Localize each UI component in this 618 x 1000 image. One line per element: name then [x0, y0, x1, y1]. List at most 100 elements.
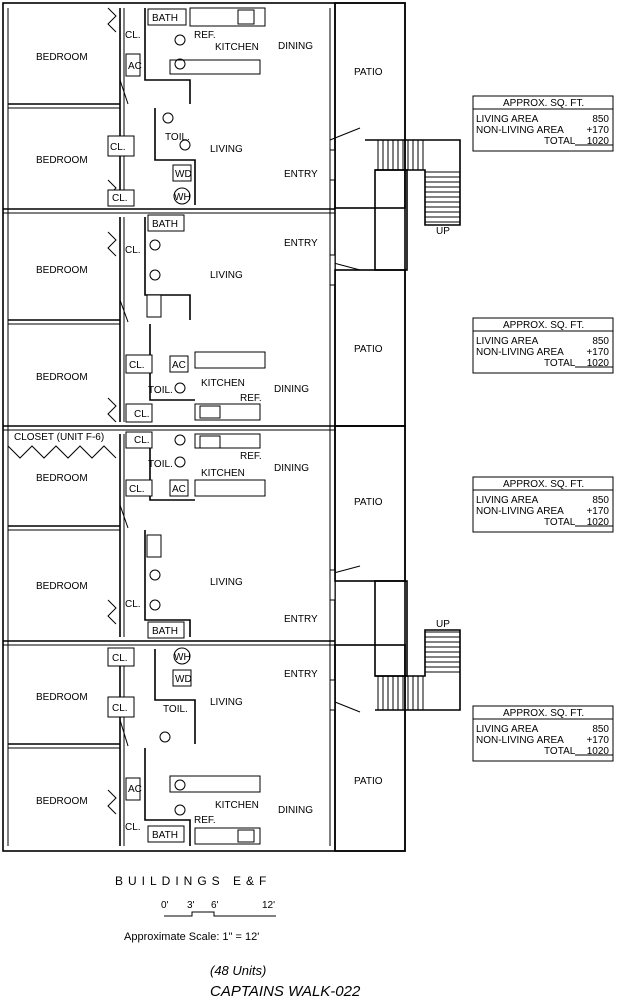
bath-label: BATH — [152, 830, 178, 841]
bedroom-label: BEDROOM — [36, 265, 88, 276]
living-area-value: 850 — [592, 724, 609, 735]
kitchen-counter — [194, 351, 266, 369]
living-label: LIVING — [210, 270, 243, 281]
wd-label: WD — [175, 674, 192, 685]
sqft-header: APPROX. SQ. FT. — [503, 98, 584, 109]
stair-up-label: UP — [436, 619, 450, 630]
kitchen-counter — [169, 775, 261, 793]
project-name: CAPTAINS WALK-022 — [210, 983, 361, 1000]
kitchen-label: KITCHEN — [215, 800, 259, 811]
toilet-label: TOIL. — [163, 704, 188, 715]
bath-box — [147, 621, 185, 639]
bath-box — [147, 8, 187, 26]
scale-bar: 0' 3' 6' 12' — [161, 900, 276, 917]
ac-label: AC — [172, 484, 186, 495]
bedroom-label: BEDROOM — [36, 372, 88, 383]
closet-bifold-doors — [7, 445, 117, 459]
total-value: 1020 — [587, 746, 610, 757]
patio-3 — [334, 425, 406, 582]
patio-4 — [334, 644, 406, 852]
non-living-area-label: NON-LIVING AREA — [476, 735, 564, 746]
closet-label: CL. — [134, 435, 150, 446]
dining-label: DINING — [274, 463, 309, 474]
total-label: TOTAL — [544, 746, 576, 757]
toilet-label: TOIL. — [148, 459, 173, 470]
toilet-label: TOIL. — [165, 132, 190, 143]
patio-label: PATIO — [354, 67, 383, 78]
kitchen-label: KITCHEN — [201, 468, 245, 479]
room-labels: BEDROOM BEDROOM CL. CL. CL. AC BATH REF.… — [14, 13, 383, 841]
ac-label: AC — [172, 360, 186, 371]
patio-label: PATIO — [354, 344, 383, 355]
ac-box — [169, 355, 189, 373]
bedroom-label: BEDROOM — [36, 796, 88, 807]
living-area-value: 850 — [592, 336, 609, 347]
bath-label: BATH — [152, 626, 178, 637]
dining-label: DINING — [274, 384, 309, 395]
non-living-area-label: NON-LIVING AREA — [476, 347, 564, 358]
dining-label: DINING — [278, 805, 313, 816]
living-label: LIVING — [210, 144, 243, 155]
living-area-label: LIVING AREA — [476, 724, 539, 735]
ac-box — [125, 777, 141, 801]
patio-label: PATIO — [354, 776, 383, 787]
bedroom-label: BEDROOM — [36, 581, 88, 592]
kitchen-counter — [189, 7, 266, 27]
ac-box — [125, 53, 141, 77]
scale-tick-12: 12' — [262, 900, 275, 911]
total-value: 1020 — [587, 136, 610, 147]
bedroom-label: BEDROOM — [36, 155, 88, 166]
sqft-header: APPROX. SQ. FT. — [503, 708, 584, 719]
closet-unit-label: CLOSET (UNIT F-6) — [14, 432, 104, 443]
entry-label: ENTRY — [284, 169, 318, 180]
ref-label: REF. — [240, 451, 262, 462]
ac-label: AC — [128, 61, 142, 72]
buildings-title: BUILDINGS E&F — [115, 874, 271, 888]
closet-label: CL. — [125, 822, 141, 833]
closet-label: CL. — [112, 703, 128, 714]
non-living-area-value: +170 — [586, 347, 609, 358]
ref-label: REF. — [240, 393, 262, 404]
bath-label: BATH — [152, 219, 178, 230]
bedroom-label: BEDROOM — [36, 692, 88, 703]
ref-label: REF. — [194, 815, 216, 826]
total-value: 1020 — [587, 358, 610, 369]
non-living-area-value: +170 — [586, 506, 609, 517]
scale-tick-0: 0' — [161, 900, 169, 911]
closet-label: CL. — [125, 30, 141, 41]
patio-label: PATIO — [354, 497, 383, 508]
non-living-area-label: NON-LIVING AREA — [476, 506, 564, 517]
wh-label: WH — [174, 192, 191, 203]
living-area-label: LIVING AREA — [476, 495, 539, 506]
bath-box — [147, 214, 185, 232]
total-label: TOTAL — [544, 517, 576, 528]
closet-label: CL. — [129, 484, 145, 495]
closet-label: CL. — [110, 142, 126, 153]
units-count: (48 Units) — [210, 963, 266, 978]
sqft-table: APPROX. SQ. FT. LIVING AREA 850NON-LIVING … — [472, 705, 614, 762]
scale-tick-6: 6' — [211, 900, 219, 911]
sqft-header: APPROX. SQ. FT. — [503, 479, 584, 490]
total-label: TOTAL — [544, 358, 576, 369]
ref-label: REF. — [194, 30, 216, 41]
wd-box — [172, 164, 192, 182]
closet-label: CL. — [125, 599, 141, 610]
patio-1 — [334, 2, 406, 209]
closet-label: CL. — [134, 409, 150, 420]
entry-label: ENTRY — [284, 669, 318, 680]
closet-label: CL. — [125, 245, 141, 256]
toilet-label: TOIL. — [148, 385, 173, 396]
wd-label: WD — [175, 169, 192, 180]
kitchen-label: KITCHEN — [201, 378, 245, 389]
entry-label: ENTRY — [284, 614, 318, 625]
bedroom-label: BEDROOM — [36, 52, 88, 63]
stair-up-label: UP — [436, 226, 450, 237]
kitchen-counter — [194, 433, 261, 449]
closet-label: CL. — [129, 360, 145, 371]
stair-lower — [374, 580, 461, 711]
sqft-table: APPROX. SQ. FT. LIVING AREA 850NON-LIVING … — [472, 476, 614, 533]
living-area-value: 850 — [592, 495, 609, 506]
living-area-label: LIVING AREA — [476, 336, 539, 347]
